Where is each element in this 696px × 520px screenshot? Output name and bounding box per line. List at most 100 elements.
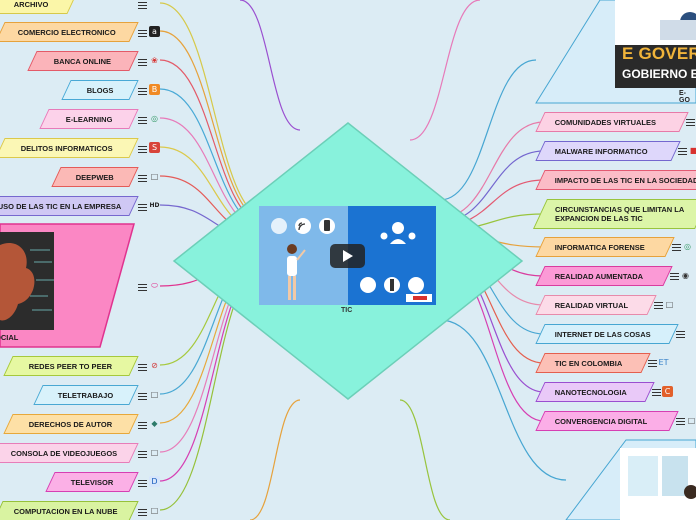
node-label: USO DE LAS TIC EN LA EMPRESA	[0, 201, 122, 211]
node-label: INTERNET DE LAS COSAS	[555, 329, 651, 339]
play-icon	[343, 250, 353, 262]
node-label: ARCHIVO	[13, 0, 49, 9]
node-comercio[interactable]: COMERCIO ELECTRONICO	[0, 22, 139, 42]
node-iot[interactable]: INTERNET DE LAS COSAS	[535, 324, 679, 344]
diamond-icon: ◆	[151, 419, 158, 428]
notes-lines-icon[interactable]	[138, 144, 147, 154]
node-circunstancias[interactable]: CIRCUNSTANCIAS QUE LIMITAN LA EXPANCION …	[533, 199, 696, 229]
connector-line	[399, 399, 451, 520]
notes-lines-icon[interactable]	[678, 146, 687, 156]
notes-lines-icon[interactable]	[672, 242, 681, 252]
node-p2p[interactable]: REDES PEER TO PEER	[3, 356, 139, 376]
egov-banner	[615, 45, 696, 88]
car-icon: ◉	[682, 271, 689, 280]
node-aumentada[interactable]: REALIDAD AUMENTADA	[535, 266, 673, 286]
node-teletrabajo[interactable]: TELETRABAJO	[33, 385, 139, 405]
node-label: REDES PEER TO PEER	[29, 361, 113, 371]
node-label: COMPUTACION EN LA NUBE	[14, 506, 118, 516]
globe-icon	[360, 277, 376, 293]
node-derechos[interactable]: DERECHOS DE AUTOR	[3, 414, 139, 434]
node-nube[interactable]: COMPUTACION EN LA NUBE	[0, 501, 139, 520]
notes-lines-icon[interactable]	[138, 57, 147, 67]
node-label: DEEPWEB	[76, 172, 114, 182]
node-label: BLOGS	[86, 85, 114, 95]
notes-lines-icon[interactable]	[138, 202, 147, 212]
link-icon: ⬭	[151, 281, 158, 290]
notes-lines-icon[interactable]	[138, 86, 147, 96]
node-label: DERECHOS DE AUTOR	[29, 419, 113, 429]
note-icon: □	[665, 300, 674, 309]
notes-lines-icon[interactable]	[652, 387, 661, 397]
node-label: COMERCIO ELECTRONICO	[18, 27, 116, 37]
node-label: E-LEARNING	[65, 114, 113, 124]
node-label: TELETRABAJO	[58, 390, 114, 400]
a-box-icon: a	[149, 26, 160, 37]
node-label: REALIDAD AUMENTADA	[555, 271, 644, 281]
notes-lines-icon[interactable]	[670, 271, 679, 281]
notes-lines-icon[interactable]	[138, 115, 147, 125]
node-impacto[interactable]: IMPACTO DE LAS TIC EN LA SOCIEDAD	[535, 170, 696, 190]
node-colombia[interactable]: TIC EN COLOMBIA	[535, 353, 651, 373]
network-people-icon	[380, 222, 416, 244]
node-videojuegos[interactable]: CONSOLA DE VIDEOJUEGOS	[0, 443, 139, 463]
connector-line	[409, 0, 481, 141]
node-convergencia[interactable]: CONVERGENCIA DIGITAL	[535, 411, 679, 431]
notes-lines-icon[interactable]	[138, 362, 147, 372]
node-label: INFORMATICA FORENSE	[555, 242, 645, 252]
notes-lines-icon[interactable]	[138, 173, 147, 183]
node-banca[interactable]: BANCA ONLINE	[27, 51, 139, 71]
node-label: BANCA ONLINE	[54, 56, 112, 66]
node-label: SOCIAL	[0, 332, 19, 342]
node-label: COMUNIDADES VIRTUALES	[555, 117, 657, 127]
notes-lines-icon[interactable]	[654, 300, 663, 310]
c-box-icon: C	[662, 386, 673, 397]
et-icon: ET	[658, 358, 669, 367]
notes-lines-icon[interactable]	[138, 28, 147, 38]
node-label: CIRCUNSTANCIAS QUE LIMITAN LA EXPANCION …	[555, 205, 685, 223]
d-box-icon: D	[149, 476, 160, 487]
notes-lines-icon[interactable]	[138, 449, 147, 459]
node-label: TIC EN COLOMBIA	[555, 358, 623, 368]
note-icon: □	[150, 172, 159, 181]
blogger-icon: B	[149, 84, 160, 95]
notes-lines-icon[interactable]	[138, 282, 147, 292]
egov-subtitle: GOBIERNO EL	[622, 67, 696, 81]
connector-line	[439, 59, 537, 201]
node-blogs[interactable]: BLOGS	[61, 80, 139, 100]
node-forense[interactable]: INFORMATICA FORENSE	[535, 237, 675, 257]
node-social[interactable]: SOCIAL	[0, 327, 30, 347]
notes-lines-icon[interactable]	[648, 358, 657, 368]
notes-lines-icon[interactable]	[676, 416, 685, 426]
node-delitos[interactable]: DELITOS INFORMATICOS	[0, 138, 139, 158]
node-elearning[interactable]: E-LEARNING	[39, 109, 139, 129]
notes-lines-icon[interactable]	[138, 507, 147, 517]
notes-lines-icon[interactable]	[138, 0, 147, 10]
globe-icon: ◎	[151, 114, 158, 123]
node-label: TELEVISOR	[70, 477, 114, 487]
note-icon: □	[687, 416, 696, 425]
video-art	[259, 206, 436, 305]
notes-lines-icon[interactable]	[138, 420, 147, 430]
girl-figure-icon	[287, 244, 306, 300]
notes-lines-icon[interactable]	[676, 329, 685, 339]
node-archivo[interactable]: ARCHIVO	[0, 0, 77, 14]
notes-lines-icon[interactable]	[138, 391, 147, 401]
node-comunidades[interactable]: COMUNIDADES VIRTUALES	[535, 112, 689, 132]
egov-title: E GOVERNM	[622, 44, 696, 63]
notes-lines-icon[interactable]	[138, 478, 147, 488]
connector-line	[249, 399, 301, 520]
node-label: CONVERGENCIA DIGITAL	[555, 416, 648, 426]
globe-icon: ◎	[684, 242, 691, 251]
node-malware[interactable]: MALWARE INFORMATICO	[535, 141, 681, 161]
p-circle-icon: ⊘	[151, 361, 158, 370]
node-televisor[interactable]: TELEVISOR	[45, 472, 139, 492]
node-empresa[interactable]: USO DE LAS TIC EN LA EMPRESA	[0, 196, 139, 216]
video-thumbnail[interactable]	[259, 206, 436, 305]
node-deepweb[interactable]: DEEPWEB	[51, 167, 139, 187]
connector-line	[439, 319, 567, 481]
notes-lines-icon[interactable]	[686, 117, 695, 127]
node-nanotecnologia[interactable]: NANOTECNOLOGIA	[535, 382, 655, 402]
note-icon: □	[150, 448, 159, 457]
node-virtual[interactable]: REALIDAD VIRTUAL	[535, 295, 657, 315]
